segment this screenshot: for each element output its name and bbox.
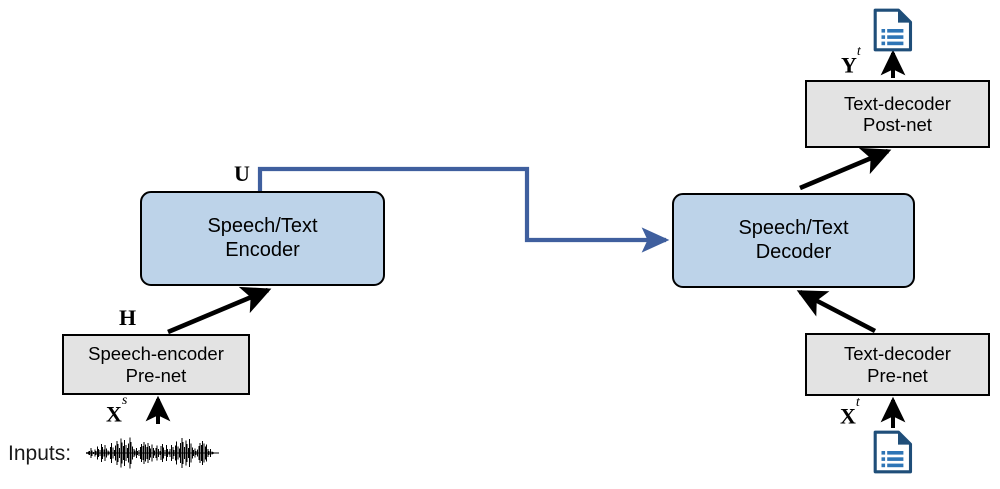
block-speech-encoder-pre-net[interactable]: Speech-encoder Pre-net xyxy=(62,334,250,395)
block-label-line1: Text-decoder xyxy=(844,92,951,114)
label-y-text-sup: t xyxy=(856,43,861,60)
arrow-decoder-to-postnet xyxy=(799,147,892,191)
block-label-line1: Speech/Text xyxy=(207,215,318,238)
block-speech-text-decoder[interactable]: Speech/Text Decoder xyxy=(672,193,915,288)
block-label-line2: Post-net xyxy=(863,114,932,135)
block-label-line1: Text-decoder xyxy=(844,343,951,365)
arrow-textprenet-to-decoder xyxy=(796,289,877,334)
audio-waveform-icon xyxy=(86,432,222,474)
inputs-label: Inputs: xyxy=(8,442,72,465)
blue-connector-u xyxy=(257,166,670,253)
label-x-text-sup: t xyxy=(855,394,860,411)
block-label-line2: Encoder xyxy=(225,238,300,261)
label-u: U xyxy=(234,161,250,186)
block-label-line2: Pre-net xyxy=(125,364,187,386)
block-label-line1: Speech/Text xyxy=(738,217,849,240)
block-speech-text-encoder[interactable]: Speech/Text Encoder xyxy=(140,191,385,286)
label-x-text: Xt xyxy=(840,394,860,429)
arrow-prenet-to-encoder xyxy=(167,286,272,335)
label-x-speech: Xs xyxy=(106,392,128,427)
block-text-decoder-post-net[interactable]: Text-decoder Post-net xyxy=(805,80,990,148)
block-label-line1: Speech-encoder xyxy=(88,343,224,365)
label-y-text: Yt xyxy=(841,43,861,78)
document-icon xyxy=(872,7,914,53)
block-label-line2: Pre-net xyxy=(867,364,928,386)
block-text-decoder-pre-net[interactable]: Text-decoder Pre-net xyxy=(805,333,990,396)
label-x-speech-sup: s xyxy=(121,392,128,409)
label-h: H xyxy=(119,305,137,330)
block-label-line2: Decoder xyxy=(755,240,832,263)
document-icon xyxy=(872,429,914,475)
